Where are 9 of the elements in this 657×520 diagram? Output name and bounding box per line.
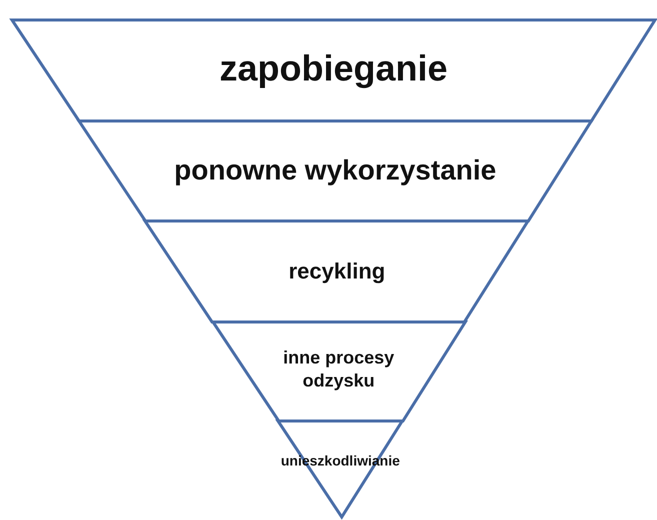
- level-label: zapobieganie: [219, 46, 448, 90]
- level-label: inne procesy odzysku: [282, 346, 396, 392]
- hierarchy-level: [145, 221, 528, 322]
- hierarchy-level: [79, 121, 592, 221]
- hierarchy-level: [278, 421, 402, 517]
- level-label: recykling: [288, 257, 386, 285]
- level-label: ponowne wykorzystanie: [174, 154, 496, 188]
- hierarchy-level: [12, 20, 655, 121]
- hierarchy-level: [212, 322, 465, 421]
